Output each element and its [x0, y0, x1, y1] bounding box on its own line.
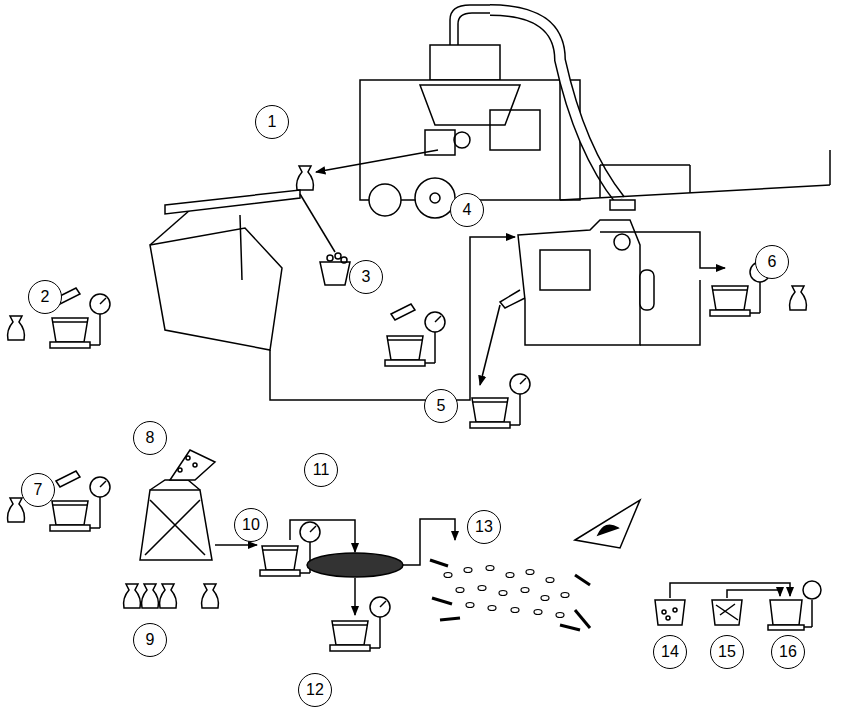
callout-text: 11: [313, 462, 330, 478]
callout-text: 6: [768, 254, 777, 270]
callout-text: 9: [146, 632, 155, 648]
callout-number: 7: [21, 473, 55, 507]
callout-number: 6: [755, 245, 789, 279]
callout-text: 1: [268, 114, 277, 130]
callout-number: 14: [653, 635, 687, 669]
callout-text: 12: [306, 682, 324, 698]
callout-number: 10: [234, 508, 268, 542]
harvester-machine: [297, 5, 830, 218]
callout-text: 16: [779, 644, 797, 660]
callout-number: 16: [771, 635, 805, 669]
callout-text: 5: [437, 398, 446, 414]
callout-number: 12: [298, 673, 332, 707]
callout-text: 10: [242, 517, 260, 533]
callout-text: 13: [475, 519, 493, 535]
callout-text: 2: [41, 289, 50, 305]
callout-number: 11: [304, 453, 338, 487]
callout-number: 1: [255, 105, 289, 139]
callout-number: 15: [710, 635, 744, 669]
callout-number: 2: [28, 280, 62, 314]
callout-number: 5: [424, 389, 458, 423]
callout-text: 8: [146, 430, 155, 446]
callout-number: 8: [133, 421, 167, 455]
callout-number: 4: [450, 193, 484, 227]
callout-text: 4: [463, 202, 472, 218]
callout-number: 3: [349, 260, 383, 294]
sampling-row: [8, 450, 821, 651]
callout-text: 14: [661, 644, 679, 660]
callout-text: 3: [362, 269, 371, 285]
callout-number: 9: [133, 623, 167, 657]
callout-number: 13: [467, 510, 501, 544]
cleaning-row: [8, 190, 807, 428]
callout-text: 15: [718, 644, 736, 660]
callout-text: 7: [34, 482, 43, 498]
